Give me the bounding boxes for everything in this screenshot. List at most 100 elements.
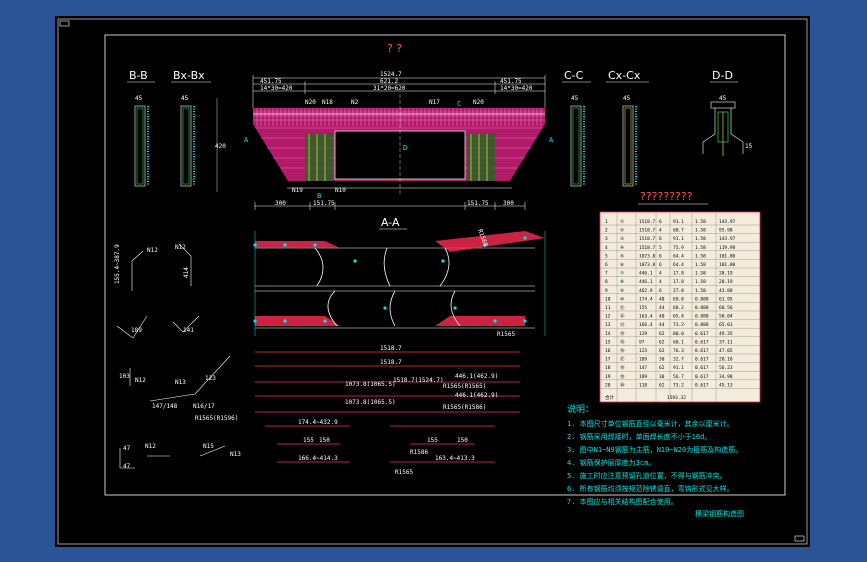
table-cell: 143.97 (719, 236, 736, 242)
rebar-callout-dot (353, 259, 357, 263)
table-cell: 174.4 (639, 296, 653, 302)
svg-text:47: 47 (123, 463, 131, 470)
cut-label-a-left: A (244, 136, 249, 144)
table-cell: 10 (605, 296, 611, 302)
table-cell: 34.98 (719, 374, 733, 380)
bar-annotation-7: R1565(R1565) (443, 383, 486, 390)
section-bxbx-drawing (180, 98, 218, 192)
dim-left: 451.75 (260, 78, 282, 85)
table-cell: 129 (639, 331, 647, 337)
spacing-center: 31*20=620 (373, 85, 406, 92)
table-cell: 0.888 (695, 314, 709, 320)
table-cell: 0.617 (695, 357, 709, 363)
table-cell: 62 (659, 348, 665, 354)
table-cell: 73.2 (673, 322, 684, 328)
aa-dim-1: R1565 (497, 331, 515, 338)
rebar-callout-dot (323, 319, 327, 323)
table-cell: 155 (639, 305, 647, 311)
rebar-callout-dot (493, 319, 497, 323)
rebar-callout-dot (313, 243, 317, 247)
table-cell: ③ (620, 236, 625, 242)
table-cell: 91.1 (673, 219, 684, 225)
table-cell: 189 (639, 374, 647, 380)
dim-small-1: 45 (181, 95, 189, 102)
table-title: ????????? (640, 190, 693, 203)
bar-tag-1: N18 (322, 99, 333, 106)
table-cell: 101.80 (719, 262, 736, 268)
svg-text:N12: N12 (147, 247, 158, 254)
table-cell: ⑱ (620, 364, 625, 371)
table-cell: 1.58 (695, 236, 706, 242)
section-dd-drawing (702, 101, 744, 156)
dim-total-width: 1524.7 (380, 71, 402, 78)
table-cell: 1.58 (695, 279, 706, 285)
section-label-dd: D-D (712, 69, 733, 82)
bar-annotation-19: N16/17 (193, 403, 215, 410)
rebar-callout-dot (383, 306, 387, 310)
table-cell: 1.58 (695, 288, 706, 294)
section-label-cc: C-C (564, 69, 584, 82)
table-cell: 446.1 (639, 279, 653, 285)
table-cell: 32.7 (673, 357, 684, 363)
table-cell: ⑫ (620, 313, 625, 320)
rebar-callout-dot (523, 236, 527, 240)
bar-annotation-12: 166.4~414.3 (298, 455, 338, 462)
rebar-callout-dot (523, 319, 527, 323)
table-cell: 60.56 (719, 305, 733, 311)
table-cell: ⑩ (620, 296, 625, 302)
section-aa-drawing (253, 231, 546, 336)
table-cell: 1073.8 (639, 262, 656, 268)
svg-text:123: 123 (205, 375, 216, 382)
bar-annotation-14: 155 (303, 437, 314, 444)
table-cell: ⑲ (620, 373, 625, 380)
table-cell: 60.7 (673, 228, 684, 234)
note-line-4: 5. 施工时应注意预留孔道位置，不得与钢筋冲突。 (567, 471, 727, 480)
table-cell: 6 (659, 253, 662, 259)
table-cell: 446.1 (639, 271, 653, 277)
rebar-callout-dot (483, 243, 487, 247)
table-cell: 163.4 (639, 314, 653, 320)
table-cell: 0.617 (695, 374, 709, 380)
bar-annotation-4: 1518.7(1524.7) (393, 377, 444, 384)
table-total-value: 1593.32 (667, 395, 686, 401)
svg-text:103: 103 (119, 373, 130, 380)
bar-annotation-11: 174.4~432.9 (298, 419, 338, 426)
table-cell: 6 (659, 288, 662, 294)
bar-annotation-18: 147/148 (152, 403, 178, 410)
table-cell: 13 (605, 322, 611, 328)
bar-annotation-9: R1586 (410, 449, 428, 456)
bar-tag-2: N2 (351, 99, 359, 106)
table-cell: ⑮ (620, 338, 625, 345)
table-cell: 1.58 (695, 262, 706, 268)
table-cell: 20 (605, 382, 611, 388)
cut-label-a-right: A (549, 136, 554, 144)
footer-title: 横梁钢筋构造图 (695, 509, 744, 518)
table-cell: 1518.7 (639, 245, 656, 251)
table-cell: 6 (659, 236, 662, 242)
bar-annotation-16: 150 (319, 437, 330, 444)
table-cell: 1.58 (695, 219, 706, 225)
table-cell: 30 (659, 374, 665, 380)
table-cell: 62 (659, 382, 665, 388)
table-cell: 45.13 (719, 382, 733, 388)
dim-small-0: 45 (135, 95, 143, 102)
note-line-3: 4. 钢筋保护层厚度为3cm。 (567, 458, 655, 467)
table-cell: 40 (659, 296, 665, 302)
bar-annotation-1: 1518.7 (380, 359, 402, 366)
bar-annotation-8: R1565(R1586) (443, 404, 486, 411)
table-cell: 60.1 (673, 339, 684, 345)
bar-annotation-6: 446.1(462.9) (455, 392, 498, 399)
table-cell: 18 (605, 365, 611, 371)
rebar-callout-dot (283, 319, 287, 323)
svg-text:47: 47 (123, 445, 131, 452)
main-bar-lines (255, 351, 520, 463)
table-cell: ⑧ (620, 279, 625, 285)
drawing-frame (57, 18, 808, 545)
table-cell: 0.617 (695, 348, 709, 354)
spacing-right: 14*30=420 (500, 85, 533, 92)
notes-heading: 说明： (567, 403, 594, 415)
table-cell: 0.617 (695, 339, 709, 345)
table-cell: 97 (639, 339, 645, 345)
table-cell: ⑤ (620, 253, 625, 259)
